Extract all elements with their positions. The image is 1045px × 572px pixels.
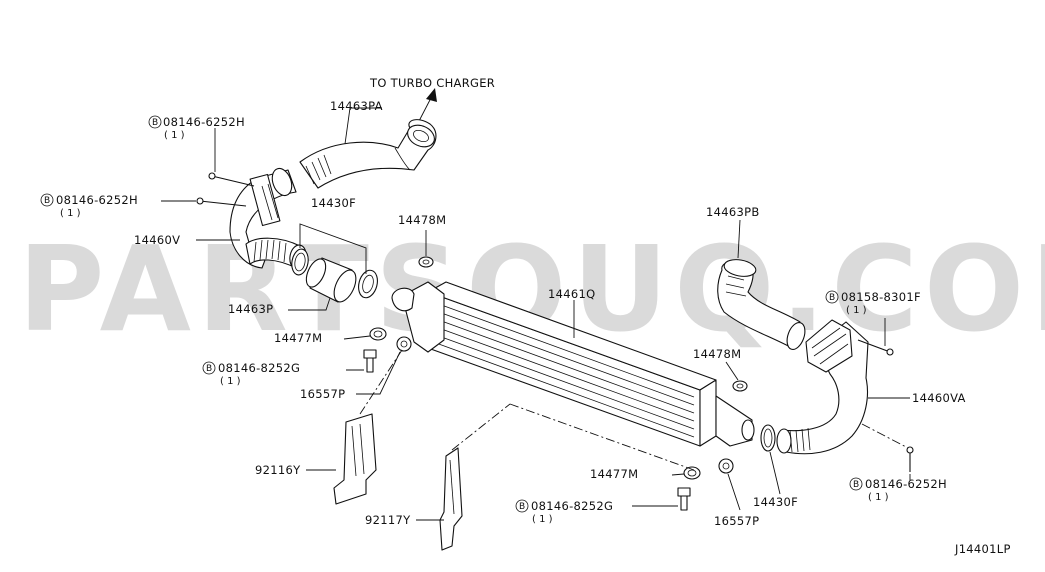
label-clamp-f2[interactable]: 14430F: [753, 495, 798, 509]
clamp-14430f-left[interactable]: [290, 248, 310, 276]
label-seal-1[interactable]: 16557P: [300, 387, 345, 401]
svg-text:B: B: [829, 293, 835, 303]
bolt-marker-g2: B: [515, 499, 529, 513]
leader-hose-pa: [344, 107, 382, 145]
label-hose-pa[interactable]: 14463PA: [330, 99, 383, 113]
guide-line-bolt-h3: [861, 423, 909, 449]
bolt-marker-h2: B: [40, 193, 54, 207]
guide-line-bracket-y: [359, 349, 403, 415]
intercooler-14461q[interactable]: [391, 281, 755, 447]
label-bracket-y2[interactable]: 92117Y: [365, 513, 411, 527]
guide-line-bracket-y2-a: [451, 403, 511, 451]
leader-grommet-2: [725, 361, 739, 381]
label-hose-p[interactable]: 14463P: [228, 302, 273, 316]
label-intercooler[interactable]: 14461Q: [548, 287, 595, 301]
qty-bolt-h3: ( 1 ): [868, 492, 889, 503]
qty-bolt-h2: ( 1 ): [60, 208, 81, 219]
bolt-08146-6252h-right[interactable]: [906, 446, 914, 472]
svg-text:B: B: [44, 196, 50, 206]
qty-bolt-h1: ( 1 ): [164, 130, 185, 141]
label-bolt-f[interactable]: 08158-8301F: [841, 290, 921, 304]
svg-text:B: B: [206, 364, 212, 374]
bolt-08158-8301f[interactable]: [857, 339, 894, 356]
label-bracket-y[interactable]: 92116Y: [255, 463, 301, 477]
duct-14460va[interactable]: [776, 319, 869, 455]
svg-text:B: B: [519, 502, 525, 512]
qty-bolt-g2: ( 1 ): [532, 514, 553, 525]
clamp-14430f-right[interactable]: [356, 268, 381, 300]
label-bolt-h3[interactable]: 08146-6252H: [865, 477, 947, 491]
label-hose-pb[interactable]: 14463PB: [706, 205, 760, 219]
hose-14463pa[interactable]: [299, 119, 438, 189]
hose-14463pb[interactable]: [717, 257, 809, 352]
bolt-08146-6252h-lower[interactable]: [196, 197, 247, 207]
label-clamp-f[interactable]: 14430F: [311, 196, 356, 210]
label-bolt-g2[interactable]: 08146-8252G: [531, 499, 613, 513]
seal-16557p-right[interactable]: [718, 458, 734, 474]
grommet-14477m-right[interactable]: [683, 466, 701, 480]
bracket-92116y[interactable]: [333, 413, 377, 505]
bracket-92117y[interactable]: [439, 447, 463, 551]
hose-14463p[interactable]: [302, 256, 360, 305]
label-duct-v[interactable]: 14460V: [134, 233, 180, 247]
label-seal-2[interactable]: 16557P: [714, 514, 759, 528]
label-bolt-h1[interactable]: 08146-6252H: [163, 115, 245, 129]
turbo-direction-arrow: [417, 88, 437, 124]
bolt-marker-h3: B: [849, 477, 863, 491]
leader-clamp-f2: [769, 451, 781, 495]
turbo-charger-note: TO TURBO CHARGER: [369, 76, 495, 90]
bolt-08146-6252h-upper[interactable]: [208, 172, 255, 187]
leader-seal-1: [356, 351, 401, 395]
svg-text:B: B: [152, 118, 158, 128]
grommet-14478m-lower[interactable]: [732, 380, 748, 392]
leader-grommet-m1: [343, 335, 371, 340]
bolt-marker-h1: B: [148, 115, 162, 129]
bolt-08146-8252g-right[interactable]: [677, 487, 691, 511]
label-duct-va[interactable]: 14460VA: [912, 391, 966, 405]
grommet-14478m-upper[interactable]: [418, 256, 434, 268]
label-grommet-m1[interactable]: 14477M: [274, 331, 322, 345]
bolt-08146-8252g-left[interactable]: [363, 349, 377, 373]
leader-clamp-f: [299, 223, 367, 274]
svg-text:B: B: [853, 480, 859, 490]
diagram-code: J14401LP: [954, 542, 1011, 556]
clamp-14430f-lower[interactable]: [760, 424, 776, 452]
label-grommet-2[interactable]: 14478M: [693, 347, 741, 361]
leader-grommet-m2: [671, 473, 685, 476]
label-grommet-m2[interactable]: 14477M: [590, 467, 638, 481]
leader-hose-p: [288, 297, 331, 311]
leader-seal-2: [727, 473, 741, 511]
leader-hose-pb: [737, 219, 741, 259]
bolt-marker-g1: B: [202, 361, 216, 375]
label-grommet-1[interactable]: 14478M: [398, 213, 446, 227]
guide-line-bracket-y2-b: [509, 403, 695, 471]
seal-16557p-left[interactable]: [396, 336, 412, 352]
label-bolt-h2[interactable]: 08146-6252H: [56, 193, 138, 207]
qty-bolt-f: ( 1 ): [846, 305, 867, 316]
label-bolt-g1[interactable]: 08146-8252G: [218, 361, 300, 375]
grommet-14477m-left[interactable]: [369, 327, 387, 341]
qty-bolt-g1: ( 1 ): [220, 376, 241, 387]
bolt-marker-f: B: [825, 290, 839, 304]
